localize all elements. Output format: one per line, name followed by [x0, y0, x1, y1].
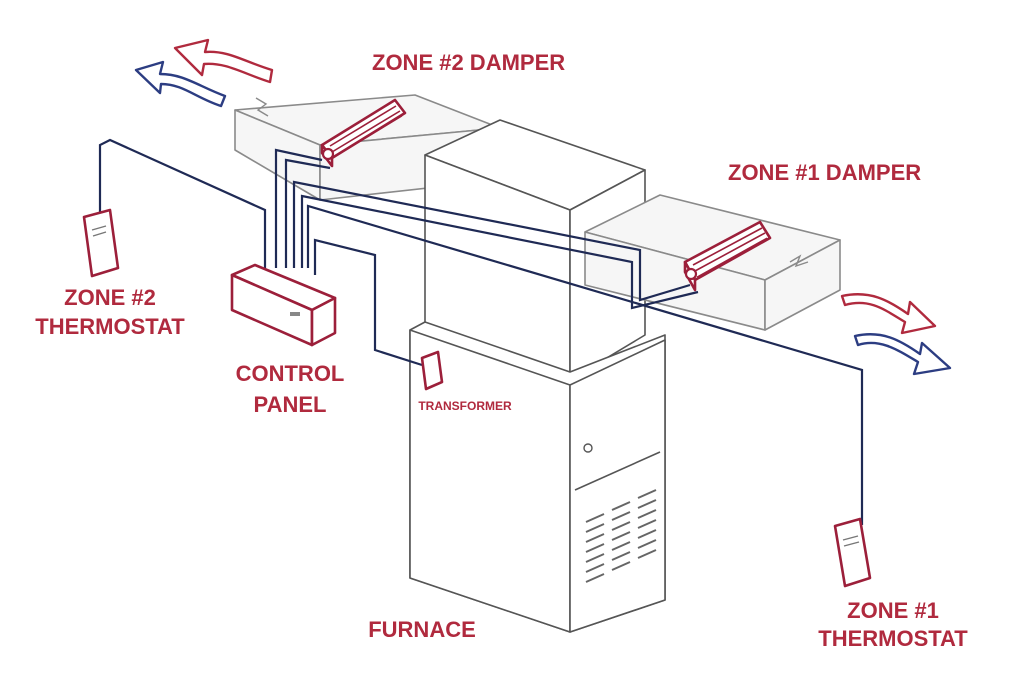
wire-zone2-damper-b — [284, 158, 331, 268]
zone2-thermostat-label-line2: THERMOSTAT — [35, 314, 185, 339]
warm-air-arrow — [173, 38, 274, 84]
zone2-damper — [320, 98, 407, 168]
zone1-airflow-arrows — [840, 293, 952, 376]
wire-transformer — [313, 238, 423, 367]
transformer — [420, 350, 444, 391]
furnace-label: FURNACE — [368, 617, 476, 642]
zone1-damper-label: ZONE #1 DAMPER — [728, 160, 921, 185]
zone2-thermostat-label-line1: ZONE #2 — [64, 285, 156, 310]
wire-zone2-thermostat — [98, 138, 267, 270]
zone1-thermostat-label-line1: ZONE #1 — [847, 598, 939, 623]
cool-air-arrow — [853, 333, 952, 376]
furnace-door-knob — [583, 443, 593, 453]
control-panel — [230, 263, 337, 347]
cool-air-arrow — [134, 60, 227, 108]
wire-zone1-damper-a — [292, 180, 691, 302]
wire-zone1-thermostat — [306, 204, 864, 525]
control-panel-label-line1: CONTROL — [236, 361, 345, 386]
zone2-damper-label: ZONE #2 DAMPER — [372, 50, 565, 75]
zone1-thermostat — [833, 517, 872, 588]
zone2-thermostat — [82, 208, 120, 278]
warm-air-arrow — [840, 293, 937, 335]
furnace-grille — [585, 489, 657, 583]
zone2-airflow-arrows — [134, 38, 274, 108]
wire-zone1-damper-b — [300, 194, 699, 310]
zone1-damper — [683, 220, 772, 292]
transformer-label: TRANSFORMER — [418, 399, 512, 413]
control-wiring — [98, 138, 864, 525]
zone1-thermostat-label-line2: THERMOSTAT — [818, 626, 968, 651]
control-panel-label-line2: PANEL — [254, 392, 327, 417]
wire-zone2-damper-a — [274, 148, 323, 268]
furnace-lower-cabinet — [409, 321, 666, 633]
